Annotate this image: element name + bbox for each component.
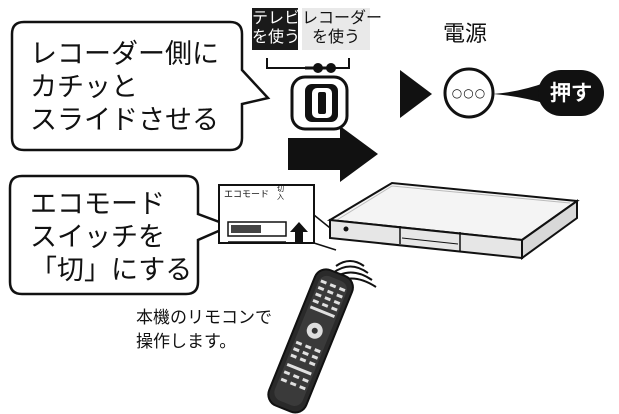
speech-bubble-bottom [8, 174, 234, 296]
eco-toggle-legend: 切 入 [277, 185, 284, 201]
eco-panel-label: エコモード [224, 189, 269, 201]
press-label: 押す [550, 81, 592, 105]
label-use-recorder: レコーダー を使う [302, 8, 382, 50]
switch-position-indicator [266, 58, 350, 73]
label-use-tv: テレビ を使う [252, 8, 300, 50]
eco-mode-inset [218, 184, 341, 251]
slide-switch [290, 75, 349, 131]
instruction-eco-mode: エコモード スイッチを 「切」にする [30, 189, 193, 286]
direction-arrow [288, 126, 378, 182]
speech-bubble-top [10, 20, 271, 152]
power-title: 電源 [443, 22, 488, 47]
eco-mode-text: エコモード [224, 190, 270, 200]
eco-off-text: 切 [277, 185, 284, 193]
power-button-graphic [443, 67, 604, 119]
instruction-slide-switch: レコーダー側に カチッと スライドさせる [30, 39, 219, 136]
recorder-device [326, 181, 580, 260]
remote-control [267, 268, 354, 414]
remote-caption: 本機のリモコンで 操作します。 [136, 308, 272, 352]
power-button-dots: ○○○ [451, 86, 487, 100]
eco-on-text: 入 [277, 193, 284, 201]
next-step-arrow [400, 70, 432, 118]
